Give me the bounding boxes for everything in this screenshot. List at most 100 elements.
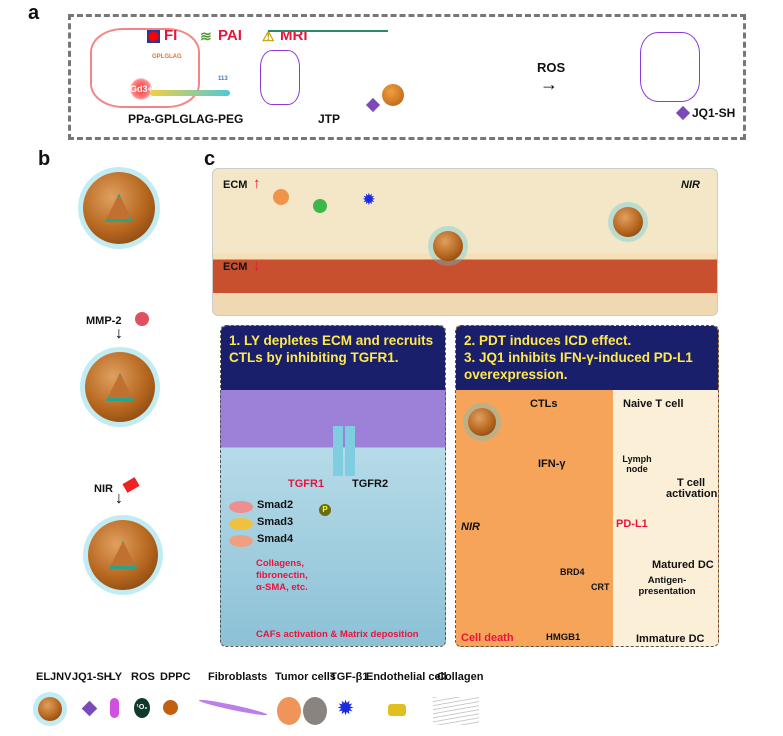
smad3-label: Smad3 [257,516,294,528]
degraded-nanoparticle [85,352,155,422]
pdl1-label: PD-L1 [616,518,648,530]
nir-label-b: NIR [94,483,113,495]
immature-dc-label: Immature DC [636,633,705,645]
panel-label-a: a [28,2,40,24]
naive-tcell-label: Naive T cell [623,398,684,410]
fi-icon [147,30,160,43]
legend-collagen: Collagen [437,671,484,683]
antigen-presentation-label: Antigen-presentation [638,575,696,597]
smad4-icon [229,535,253,547]
smad2-label: Smad2 [257,499,294,511]
smad4-label: Smad4 [257,533,294,545]
subpanel2-header: 2. PDT induces ICD effect. 3. JQ1 inhibit… [456,326,718,390]
brd4-label: BRD4 [560,567,585,577]
subpanel-tgfr1: 1. LY depletes ECM and recruits CTLs by … [220,325,446,647]
mmp2-label: MMP-2 [86,315,122,327]
matured-dc-label: Matured DC [652,559,714,571]
down-arrow: ↓ [115,325,123,342]
product-fibronectin: fibronectin, [256,570,308,581]
reaction-arrow: → [540,74,558,94]
subpanel-icd: 2. PDT induces ICD effect. 3. JQ1 inhibit… [455,325,719,647]
legend-fibroblasts: Fibroblasts [208,671,268,683]
fibroblast-icon [198,697,268,718]
tgfr1-label: TGFR1 [288,478,325,490]
tgfr2-label: TGFR2 [352,478,389,490]
nanoparticle [468,408,496,436]
compound1-label: PPa-GPLGLAG-PEG [128,112,244,126]
legend-ros: ROS [131,671,155,683]
dppc-icon [163,700,178,715]
tumor-cell-icon [277,697,301,725]
ecm-products: Collagens,fibronectin,α-SMA, etc. [256,558,308,594]
tgf-beta-icon: ✹ [338,698,354,718]
legend-tumor-cells: Tumor cells [275,671,336,683]
lymph-node-label: Lymph node [622,454,652,474]
nir-label-top: NIR [681,179,700,191]
eljnv-icon [38,697,62,721]
gd-ion: Gd3+ [130,78,153,100]
legend-jq1sh: JQ1-SH [72,671,112,683]
tgf-beta-icon: ✹ [363,191,375,207]
product-collagens: Collagens, [256,558,305,569]
down-arrow-icon: ↓ [253,257,261,274]
legend-endothelial: Endothelial cell [366,671,447,683]
released-nanoparticle [88,520,158,590]
ifn-gamma-label: IFN-γ [538,458,566,470]
collagen-icon [433,697,479,725]
peg-chain [150,90,230,96]
legend-eljnv: ELJNV [36,671,72,683]
laser-icon [122,477,140,493]
nanoparticle [433,231,463,261]
legend-dppc: DPPC [160,671,191,683]
ly-capsule-icon [110,698,119,718]
compound2-label: JTP [318,112,341,126]
tgfr2-receptor [345,426,355,476]
ros-label: ROS [537,60,566,75]
tcell-activation-label: T cell activation [666,477,718,500]
outcome-label: CAFs activation & Matrix deposition [256,629,419,640]
down-arrow: ↓ [115,490,123,507]
ctls-label: CTLs [530,398,558,410]
t-cell [313,199,327,213]
panel-label-b: b [38,148,51,170]
smad3-icon [229,518,253,530]
endothelial-cell-icon [388,704,406,716]
product-asma: α-SMA, etc. [256,582,308,593]
peptide-label: GPLGLAG [152,54,182,60]
ecm-low-label: ECM [223,261,248,273]
header-line2: 3. JQ1 inhibits IFN-γ-induced PD-L1 over… [464,350,693,382]
eljnv-nanoparticle [83,172,155,244]
pai-icon: ≋ [200,28,212,44]
peg-n-label: 113 [218,76,228,82]
hmgb1-label: HMGB1 [546,632,581,643]
tumor-cell [273,189,289,205]
ros-icon: ¹O₂ [134,698,150,718]
mri-warning-icon: ⚠ [262,28,275,44]
up-arrow-icon: ↑ [253,175,261,192]
tgfr1-receptor [333,426,343,476]
ecm-high-label: ECM [223,179,248,191]
panel-label-c: c [204,148,216,170]
legend-ly: LY [109,671,123,683]
product-label: JQ1-SH [692,106,736,120]
mmp2-enzyme-icon [135,312,149,326]
fi-label: FI [164,27,178,44]
nanoparticle [613,207,643,237]
pai-label: PAI [218,27,242,44]
legend-tgf-beta1: TGF-β1 [330,671,369,683]
subpanel1-header: 1. LY depletes ECM and recruits CTLs by … [221,326,445,390]
dead-tumor-cell-icon [303,697,327,725]
smad2-icon [229,501,253,513]
tumor-microenvironment-illustration: ECM ↑ ECM ↓ NIR ✹ [212,168,718,316]
jq1-structure [260,50,300,105]
lipid-tail [268,30,388,32]
panel-a-box [68,14,746,140]
jq1sh-structure [640,32,700,102]
crt-label: CRT [591,582,610,592]
nir-label-c: NIR [461,521,480,533]
header-line1: 2. PDT induces ICD effect. [464,333,632,348]
cell-death-label: Cell death [461,632,514,644]
phosphate-icon: P [319,504,331,516]
jq1-crystal-icon [81,700,98,717]
ppa-structure [90,28,200,108]
